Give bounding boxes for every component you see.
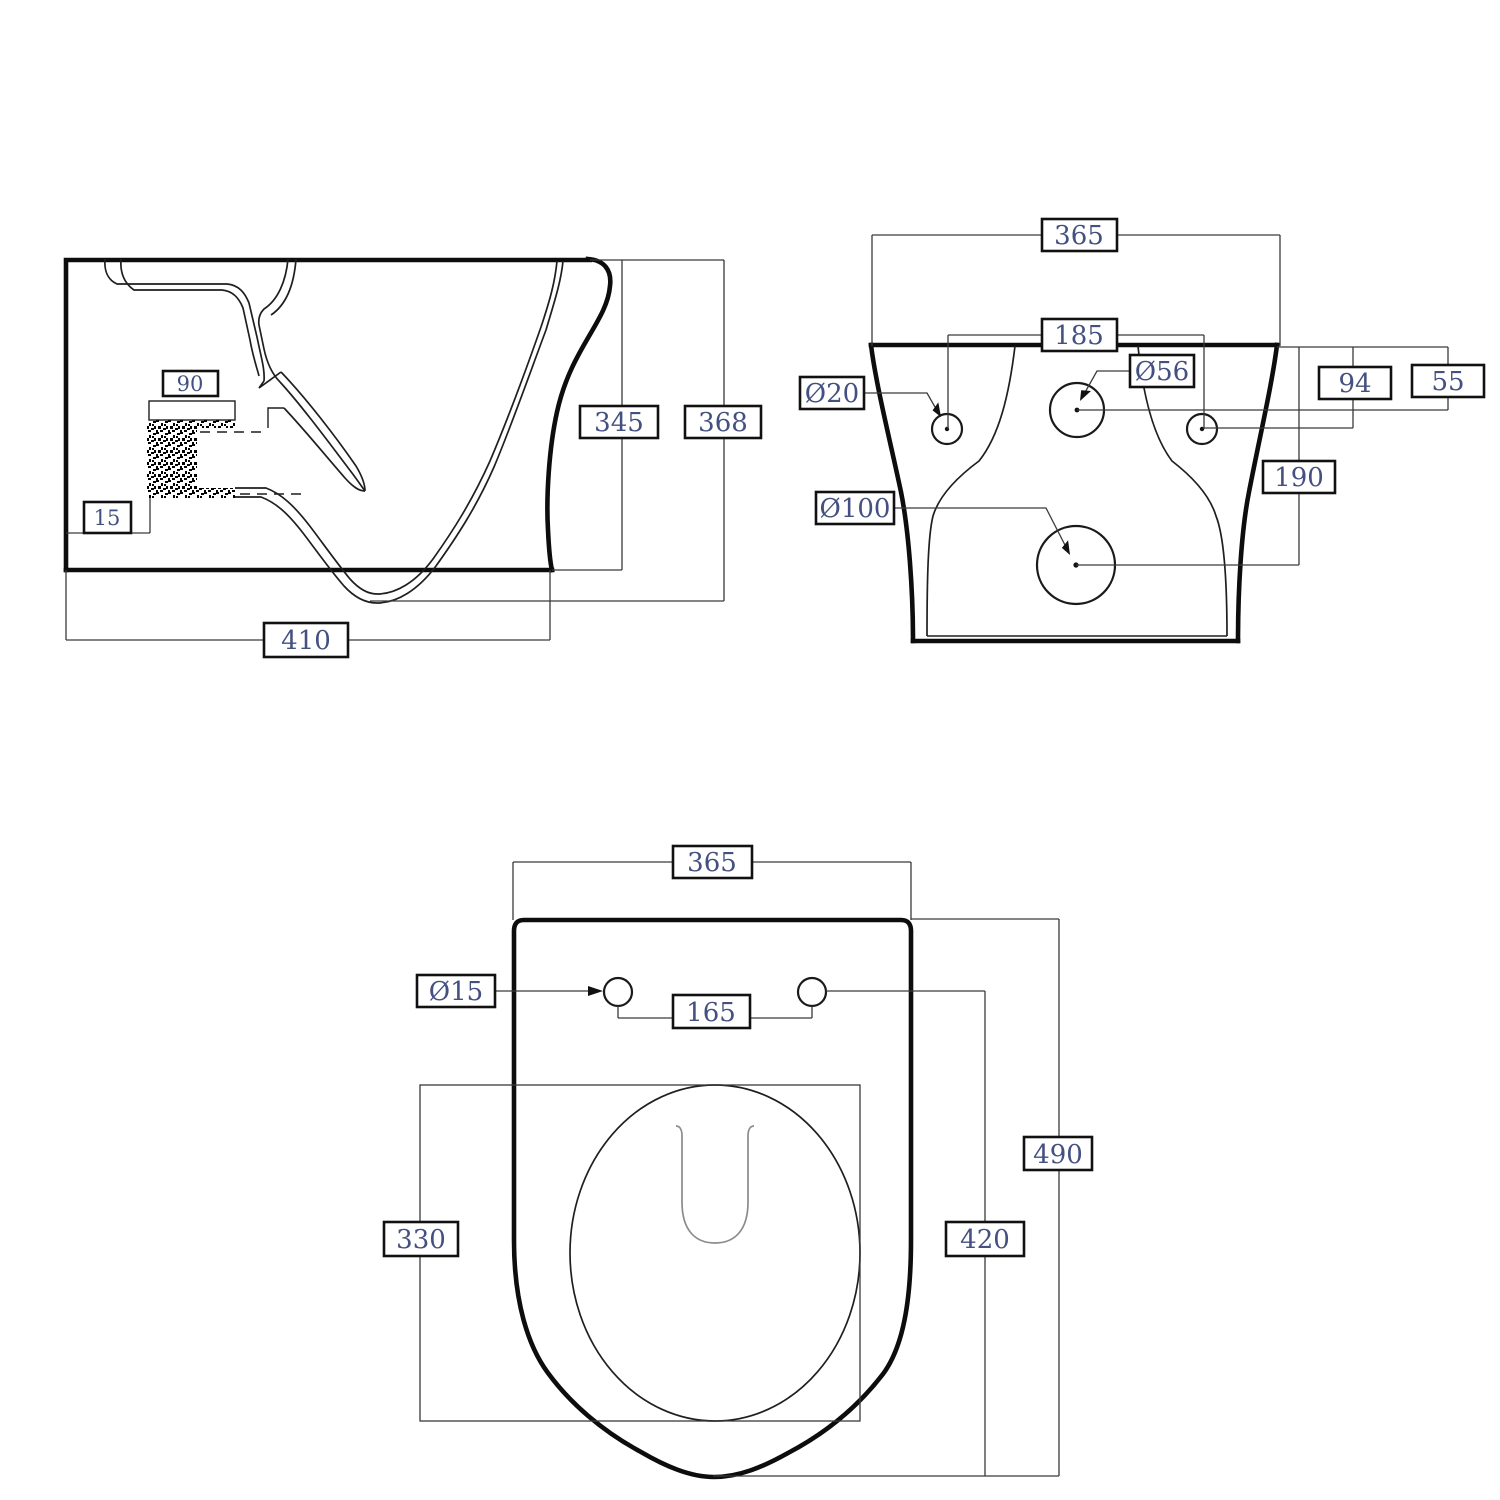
dim-94: 94	[1317, 365, 1393, 401]
flush-outlet-u	[675, 1125, 755, 1244]
dim-368: 368	[683, 404, 763, 440]
dim-490-line	[713, 918, 1060, 1477]
dia100-arrowhead	[1061, 540, 1070, 555]
inlet-throat-left	[257, 258, 289, 383]
dim-330: 330	[382, 1220, 460, 1258]
top-outline	[511, 917, 914, 1480]
dim-330-rect	[419, 1084, 861, 1422]
dim-365-rear: 365	[1040, 217, 1119, 253]
jet-channel-lower	[279, 381, 366, 492]
dim-90: 90	[161, 369, 220, 398]
dia100-leader	[894, 507, 1068, 550]
dim-490-label: 490	[1033, 1140, 1083, 1170]
dim-368-label: 368	[698, 408, 748, 438]
dim-15: 15	[82, 500, 133, 535]
dim-165-label: 165	[686, 998, 736, 1028]
rear-inner-right	[1137, 345, 1228, 637]
dim-410: 410	[262, 621, 350, 659]
dim-345-label: 345	[594, 408, 644, 438]
dim-165: 165	[671, 993, 752, 1030]
dim-55: 55	[1410, 363, 1486, 399]
hatch-strip-top	[197, 420, 235, 428]
dia20-leader	[864, 392, 940, 415]
dim-90-label: 90	[177, 372, 204, 396]
side-outline-front-curve	[545, 256, 613, 573]
jet-channel-upper	[280, 371, 366, 492]
dim-185: 185	[1040, 317, 1119, 353]
trap-step	[267, 407, 284, 428]
dia56-arrowhead	[1080, 390, 1091, 401]
dim-330-label: 330	[396, 1225, 446, 1255]
side-section-view: 90 15 345 368 410	[63, 256, 763, 659]
dim-190-label: 190	[1274, 463, 1324, 493]
seat-hole-left	[602, 976, 634, 1008]
top-view: 365 Ø15 165 330 490 420	[382, 844, 1094, 1480]
dia20-arrowhead	[932, 402, 941, 417]
dim-490: 490	[1022, 1135, 1094, 1172]
dim-dia100: Ø100	[814, 490, 896, 526]
dim-420-label: 420	[960, 1225, 1010, 1255]
dim-55-label: 55	[1431, 367, 1464, 397]
rim-channel-inner	[120, 258, 260, 377]
rim-channel-outer	[104, 258, 265, 382]
hatch-strip-bottom	[197, 488, 235, 498]
dim-345: 345	[578, 404, 660, 440]
rear-left-edge	[868, 342, 916, 644]
trap-wall	[283, 407, 366, 492]
inlet-throat-right	[270, 258, 297, 316]
fixing-hole-left	[930, 412, 964, 446]
dim-dia56-label: Ø56	[1135, 357, 1189, 387]
dim-365-top: 365	[671, 844, 754, 880]
fixing-hole-right	[1185, 412, 1219, 446]
bowl-wall-inner	[235, 260, 558, 595]
dim-190: 190	[1261, 459, 1337, 495]
dim-dia15-label: Ø15	[429, 977, 483, 1007]
outlet-spigot	[148, 400, 236, 421]
dim-dia20: Ø20	[798, 375, 866, 411]
rear-inner-left	[926, 345, 1016, 637]
dim-185-label: 185	[1054, 321, 1104, 351]
dim-420: 420	[944, 1220, 1026, 1258]
dim-410-label: 410	[281, 626, 331, 656]
dim-dia20-label: Ø20	[805, 379, 859, 409]
hatch-block	[147, 420, 197, 498]
dia15-arrowhead	[588, 986, 603, 996]
seat-hole-right	[796, 976, 828, 1008]
dim-dia100-label: Ø100	[820, 494, 891, 524]
dim-15-label: 15	[94, 506, 121, 530]
bowl-wall-outer	[235, 260, 564, 604]
dim-dia15: Ø15	[415, 973, 497, 1009]
dim-365-rear-label: 365	[1054, 221, 1104, 251]
rear-right-edge	[1235, 342, 1280, 644]
dim-365-top-label: 365	[687, 848, 737, 878]
bowl-rim-oval	[569, 1084, 861, 1422]
dim-dia56: Ø56	[1128, 353, 1196, 389]
fixing-hole-right-center	[1199, 426, 1205, 432]
dia56-leader	[1082, 370, 1130, 397]
dim-94-label: 94	[1338, 369, 1371, 399]
dim-190-line	[1076, 347, 1300, 566]
side-outline-back-top	[63, 257, 593, 573]
rear-view: 365 185 Ø20 Ø56 94 55 190 Ø100	[798, 217, 1486, 644]
channel-beak	[258, 371, 282, 389]
